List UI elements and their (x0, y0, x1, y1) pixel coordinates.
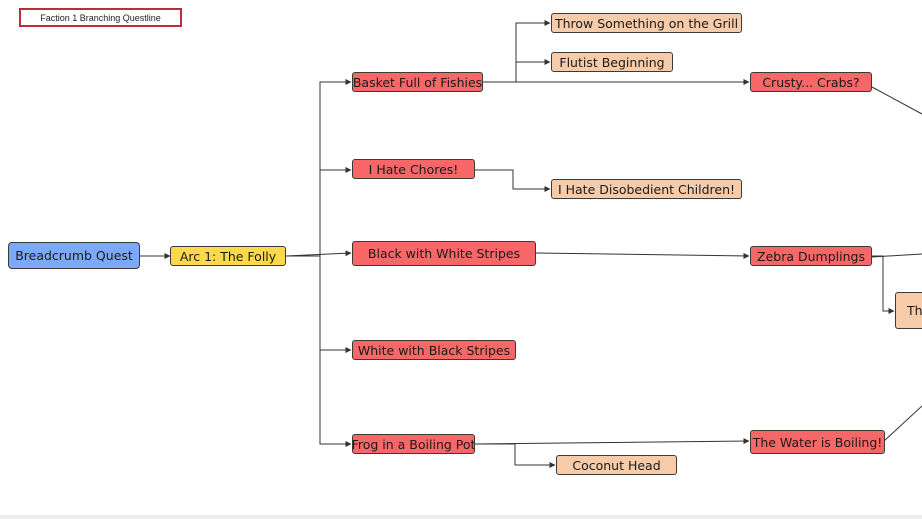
edge-arc1-chores (286, 167, 352, 257)
node-white-with-black-stripes[interactable]: White with Black Stripes (352, 340, 516, 360)
node-black-with-white-stripes[interactable]: Black with White Stripes (352, 241, 536, 266)
node-frog-in-a-boiling-pot[interactable]: Frog in a Boiling Pot (352, 434, 475, 454)
edge-frog-water (474, 438, 750, 445)
node-i-hate-chores[interactable]: I Hate Chores! (352, 159, 475, 179)
diagram-title: Faction 1 Branching Questline (19, 8, 182, 27)
node-arc-1-the-folly[interactable]: Arc 1: The Folly (170, 246, 286, 266)
edge-zebra-offscreen (871, 253, 922, 258)
node-throw-something-on-the-grill[interactable]: Throw Something on the Grill (551, 13, 742, 33)
node-cut-off-right[interactable]: Th (895, 292, 922, 329)
edge-water-offscreen (883, 405, 922, 442)
node-crusty-crabs[interactable]: Crusty... Crabs? (750, 72, 872, 92)
edge-chores-disobedient (475, 169, 551, 192)
edge-crabs-offscreen (871, 86, 922, 115)
node-the-water-is-boiling[interactable]: The Water is Boiling! (750, 430, 885, 454)
node-basket-full-of-fishies[interactable]: Basket Full of Fishies (352, 72, 483, 92)
edge-arc1-basket (286, 79, 352, 257)
edge-frog-coconut (475, 443, 556, 468)
node-i-hate-disobedient-children[interactable]: I Hate Disobedient Children! (551, 179, 742, 199)
edge-arc1-whiteblack (286, 255, 352, 353)
node-zebra-dumplings[interactable]: Zebra Dumplings (750, 246, 872, 266)
node-breadcrumb-quest[interactable]: Breadcrumb Quest (8, 242, 140, 269)
edge-basket-flutist (483, 59, 551, 83)
edge-arc1-frog (286, 255, 352, 447)
bottom-scroll-strip (0, 515, 922, 519)
node-coconut-head[interactable]: Coconut Head (556, 455, 677, 475)
node-flutist-beginning[interactable]: Flutist Beginning (551, 52, 673, 72)
edge-zebra-cutoff (872, 255, 895, 314)
edge-blackwhite-zebra (535, 252, 750, 259)
